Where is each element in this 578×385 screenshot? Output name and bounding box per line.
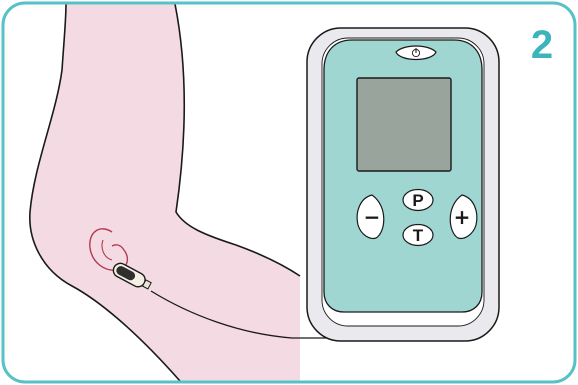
probe-connector xyxy=(141,279,152,290)
minus-button[interactable]: − xyxy=(356,194,385,240)
probe-tip xyxy=(116,266,136,281)
power-button[interactable] xyxy=(395,45,437,61)
program-button-shape[interactable] xyxy=(402,188,434,212)
plus-button-label: + xyxy=(454,205,471,229)
plus-button[interactable]: + xyxy=(449,194,478,240)
power-icon xyxy=(411,48,421,58)
time-button-shape[interactable] xyxy=(402,223,434,247)
elbow-crease-inner xyxy=(101,239,113,261)
minus-button-shape[interactable] xyxy=(356,194,385,240)
plus-button-shape[interactable] xyxy=(449,194,478,240)
step-number: 2 xyxy=(531,23,553,67)
arm-skin xyxy=(29,4,300,381)
program-button-label: P xyxy=(412,191,423,210)
program-button[interactable]: P xyxy=(402,188,434,212)
minus-button-label: − xyxy=(364,205,381,229)
arm-outline-outer xyxy=(29,4,181,381)
tens-device: P T − + xyxy=(306,27,500,342)
arm-outline-inner xyxy=(174,4,301,277)
lcd-screen xyxy=(356,77,452,172)
time-button-label: T xyxy=(413,226,424,245)
arm-illustration xyxy=(29,4,301,381)
time-button[interactable]: T xyxy=(402,223,434,247)
